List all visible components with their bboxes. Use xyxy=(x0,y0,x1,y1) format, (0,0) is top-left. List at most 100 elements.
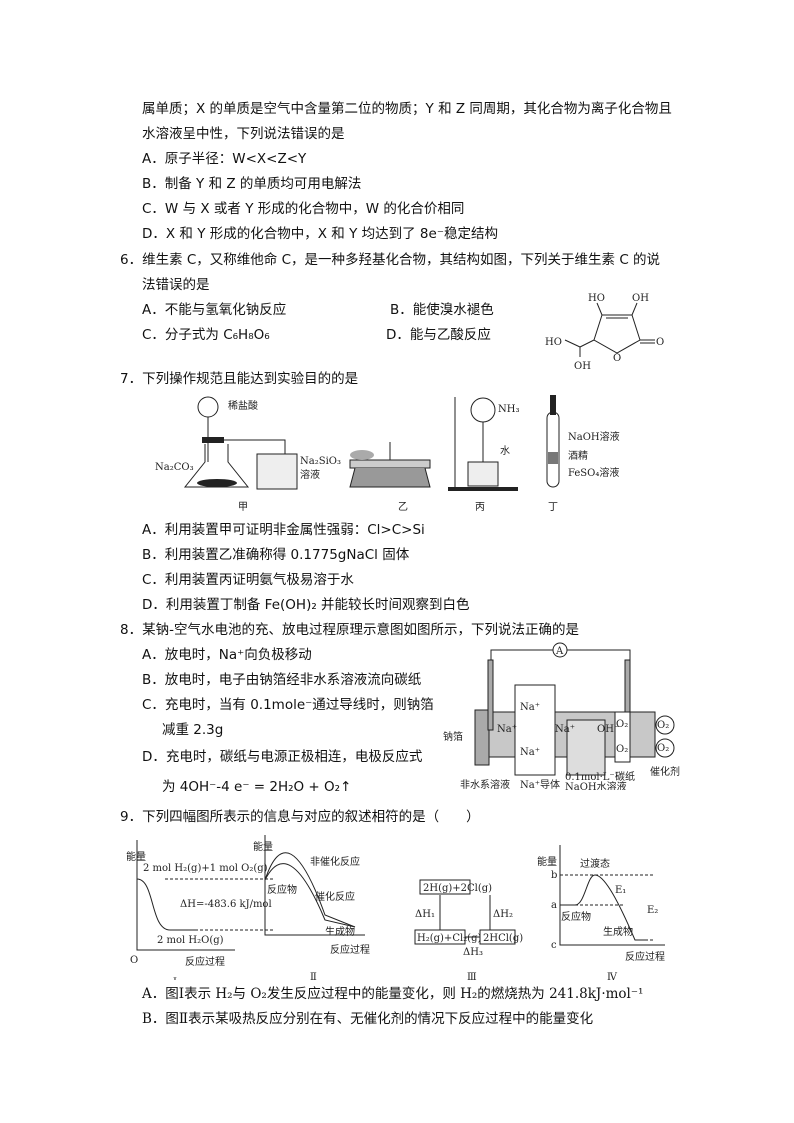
svg-text:非催化反应: 非催化反应 xyxy=(310,855,360,868)
vitamin-c-structure: HO OH O O HO OH xyxy=(545,293,664,370)
q9-stem: 9．下列四幅图所表示的信息与对应的叙述相符的是（ ） xyxy=(120,809,480,825)
svg-text:反应过程: 反应过程 xyxy=(330,943,370,956)
q8-option-d: D．充电时，碳纸与电源正极相连，电极反应式 xyxy=(142,749,423,765)
svg-text:碳纸: 碳纸 xyxy=(615,770,635,783)
svg-text:能量: 能量 xyxy=(253,840,273,853)
svg-text:NaOH溶液: NaOH溶液 xyxy=(568,430,620,443)
q5-stem-line1: 属单质；X 的单质是空气中含量第二位的物质；Y 和 Z 同周期，其化合物为离子化… xyxy=(142,101,672,117)
svg-text:O: O xyxy=(130,955,138,966)
svg-text:酒精: 酒精 xyxy=(568,449,588,462)
svg-text:O: O xyxy=(656,337,664,348)
svg-text:丙: 丙 xyxy=(475,502,485,513)
svg-text:O₂: O₂ xyxy=(616,719,628,730)
svg-text:Ⅲ: Ⅲ xyxy=(467,972,477,980)
svg-text:E₂: E₂ xyxy=(647,905,658,916)
svg-text:HO: HO xyxy=(545,337,562,348)
figure-4: 能量过渡态 bac E₁E₂ 反应物生成物 反应过程Ⅳ xyxy=(537,845,665,980)
svg-text:Na⁺: Na⁺ xyxy=(520,702,540,713)
svg-text:Na₂CO₃: Na₂CO₃ xyxy=(155,462,194,473)
svg-text:ΔH=-483.6 kJ/mol: ΔH=-483.6 kJ/mol xyxy=(180,899,272,910)
q8-stem: 8．某钠-空气水电池的充、放电过程原理示意图如图所示，下列说法正确的是 xyxy=(120,622,579,638)
q8-option-b: B．放电时，电子由钠箔经非水系溶液流向碳纸 xyxy=(142,672,422,688)
svg-text:Na⁺: Na⁺ xyxy=(555,724,575,735)
svg-text:反应物: 反应物 xyxy=(561,910,591,923)
svg-text:HO: HO xyxy=(588,293,605,304)
q7-option-b: B．利用装置乙准确称得 0.1775gNaCl 固体 xyxy=(142,547,410,563)
svg-text:能量: 能量 xyxy=(126,850,146,863)
q8-option-c: C．充电时，当有 0.1mole⁻通过导线时，则钠箔 xyxy=(142,697,434,713)
svg-text:c: c xyxy=(551,940,557,951)
svg-text:OH: OH xyxy=(632,293,649,304)
figure-1: 能量2 mol H₂(g)+1 mol O₂(g) ΔH=-483.6 kJ/m… xyxy=(126,840,275,980)
svg-text:OH⁻: OH⁻ xyxy=(597,724,619,735)
q8-option-c-cont: 减重 2.3g xyxy=(162,722,224,738)
svg-text:a: a xyxy=(551,900,557,911)
svg-text:b: b xyxy=(551,870,557,881)
q6-option-a: A．不能与氢氧化钠反应 xyxy=(142,302,287,318)
svg-text:O: O xyxy=(613,353,621,364)
svg-text:Ⅰ: Ⅰ xyxy=(173,977,177,980)
svg-text:非水系溶液: 非水系溶液 xyxy=(460,778,510,790)
svg-text:过渡态: 过渡态 xyxy=(580,857,610,870)
svg-text:甲: 甲 xyxy=(238,502,248,513)
svg-text:A: A xyxy=(555,646,564,657)
svg-text:催化剂: 催化剂 xyxy=(650,765,680,778)
svg-text:Na⁺: Na⁺ xyxy=(497,724,517,735)
q8-option-a: A．放电时，Na⁺向负极移动 xyxy=(142,647,312,663)
q5-option-d: D．X 和 Y 形成的化合物中，X 和 Y 均达到了 8e⁻稳定结构 xyxy=(142,226,498,242)
svg-text:O₂: O₂ xyxy=(616,744,628,755)
q6-stem-line1: 6．维生素 C，又称维他命 C，是一种多羟基化合物，其结构如图，下列关于维生素 … xyxy=(120,252,661,268)
q9-energy-diagrams: 能量2 mol H₂(g)+1 mol O₂(g) ΔH=-483.6 kJ/m… xyxy=(126,835,665,980)
svg-text:O₂: O₂ xyxy=(657,743,669,754)
q5-option-a: A．原子半径：W<X<Z<Y xyxy=(142,151,307,167)
svg-text:生成物: 生成物 xyxy=(603,925,633,938)
svg-text:E₁: E₁ xyxy=(615,885,626,896)
svg-text:FeSO₄溶液: FeSO₄溶液 xyxy=(568,466,619,479)
q7-option-c: C．利用装置丙证明氨气极易溶于水 xyxy=(142,572,354,588)
svg-text:催化反应: 催化反应 xyxy=(315,890,355,903)
svg-text:溶液: 溶液 xyxy=(300,468,320,481)
q5-stem-line2: 水溶液呈中性，下列说法错误的是 xyxy=(142,126,345,142)
svg-text:2 mol H₂O(g): 2 mol H₂O(g) xyxy=(157,935,224,946)
q8-option-d-cont: 为 4OH⁻-4 e⁻ = 2H₂O + O₂↑ xyxy=(162,779,352,795)
svg-text:乙: 乙 xyxy=(398,501,408,513)
q6-stem-line2: 法错误的是 xyxy=(142,277,210,293)
svg-text:H₂(g)+Cl₂(g): H₂(g)+Cl₂(g) xyxy=(417,933,481,944)
svg-text:OH: OH xyxy=(574,361,591,370)
svg-text:Na⁺: Na⁺ xyxy=(520,747,540,758)
svg-text:NaOH水溶液: NaOH水溶液 xyxy=(565,780,627,790)
q6-option-d: D．能与乙酸反应 xyxy=(386,327,491,343)
q6-option-c: C．分子式为 C₆H₈O₆ xyxy=(142,327,270,343)
svg-text:Na⁺导体: Na⁺导体 xyxy=(520,779,560,790)
svg-text:生成物: 生成物 xyxy=(325,925,355,938)
svg-text:0.1mol·L⁻¹: 0.1mol·L⁻¹ xyxy=(565,772,619,783)
svg-text:Ⅱ: Ⅱ xyxy=(310,972,317,980)
svg-text:水: 水 xyxy=(500,445,510,457)
svg-text:2H(g)+2Cl(g): 2H(g)+2Cl(g) xyxy=(423,883,492,894)
svg-text:O₂: O₂ xyxy=(657,720,669,731)
svg-text:反应物: 反应物 xyxy=(267,883,297,896)
svg-text:Na₂SiO₃: Na₂SiO₃ xyxy=(300,456,341,467)
svg-text:NH₃: NH₃ xyxy=(498,404,519,415)
q9-option-b: B．图Ⅱ表示某吸热反应分别在有、无催化剂的情况下反应过程中的能量变化 xyxy=(142,1011,594,1027)
svg-text:ΔH₁: ΔH₁ xyxy=(415,909,435,920)
q5-option-b: B．制备 Y 和 Z 的单质均可用电解法 xyxy=(142,176,362,192)
svg-text:ΔH₂: ΔH₂ xyxy=(493,909,513,920)
q6-option-b: B．能使溴水褪色 xyxy=(390,302,494,318)
svg-text:ΔH₃: ΔH₃ xyxy=(463,947,483,958)
q5-option-c: C．W 与 X 或者 Y 形成的化合物中，W 的化合价相同 xyxy=(142,201,465,217)
q7-option-a: A．利用装置甲可证明非金属性强弱：Cl>C>Si xyxy=(142,522,425,538)
q9-option-a: A．图Ⅰ表示 H₂与 O₂发生反应过程中的能量变化，则 H₂的燃烧热为 241.… xyxy=(142,986,644,1002)
apparatus-yi: 乙 xyxy=(349,442,431,513)
q7-option-d: D．利用装置丁制备 Fe(OH)₂ 并能较长时间观察到白色 xyxy=(142,597,470,613)
svg-text:钠箔: 钠箔 xyxy=(443,730,463,743)
svg-text:稀盐酸: 稀盐酸 xyxy=(228,399,258,412)
apparatus-bing: NH₃ 水 丙 xyxy=(448,397,519,513)
svg-text:能量: 能量 xyxy=(537,855,557,868)
svg-text:2HCl(g): 2HCl(g) xyxy=(483,933,523,944)
